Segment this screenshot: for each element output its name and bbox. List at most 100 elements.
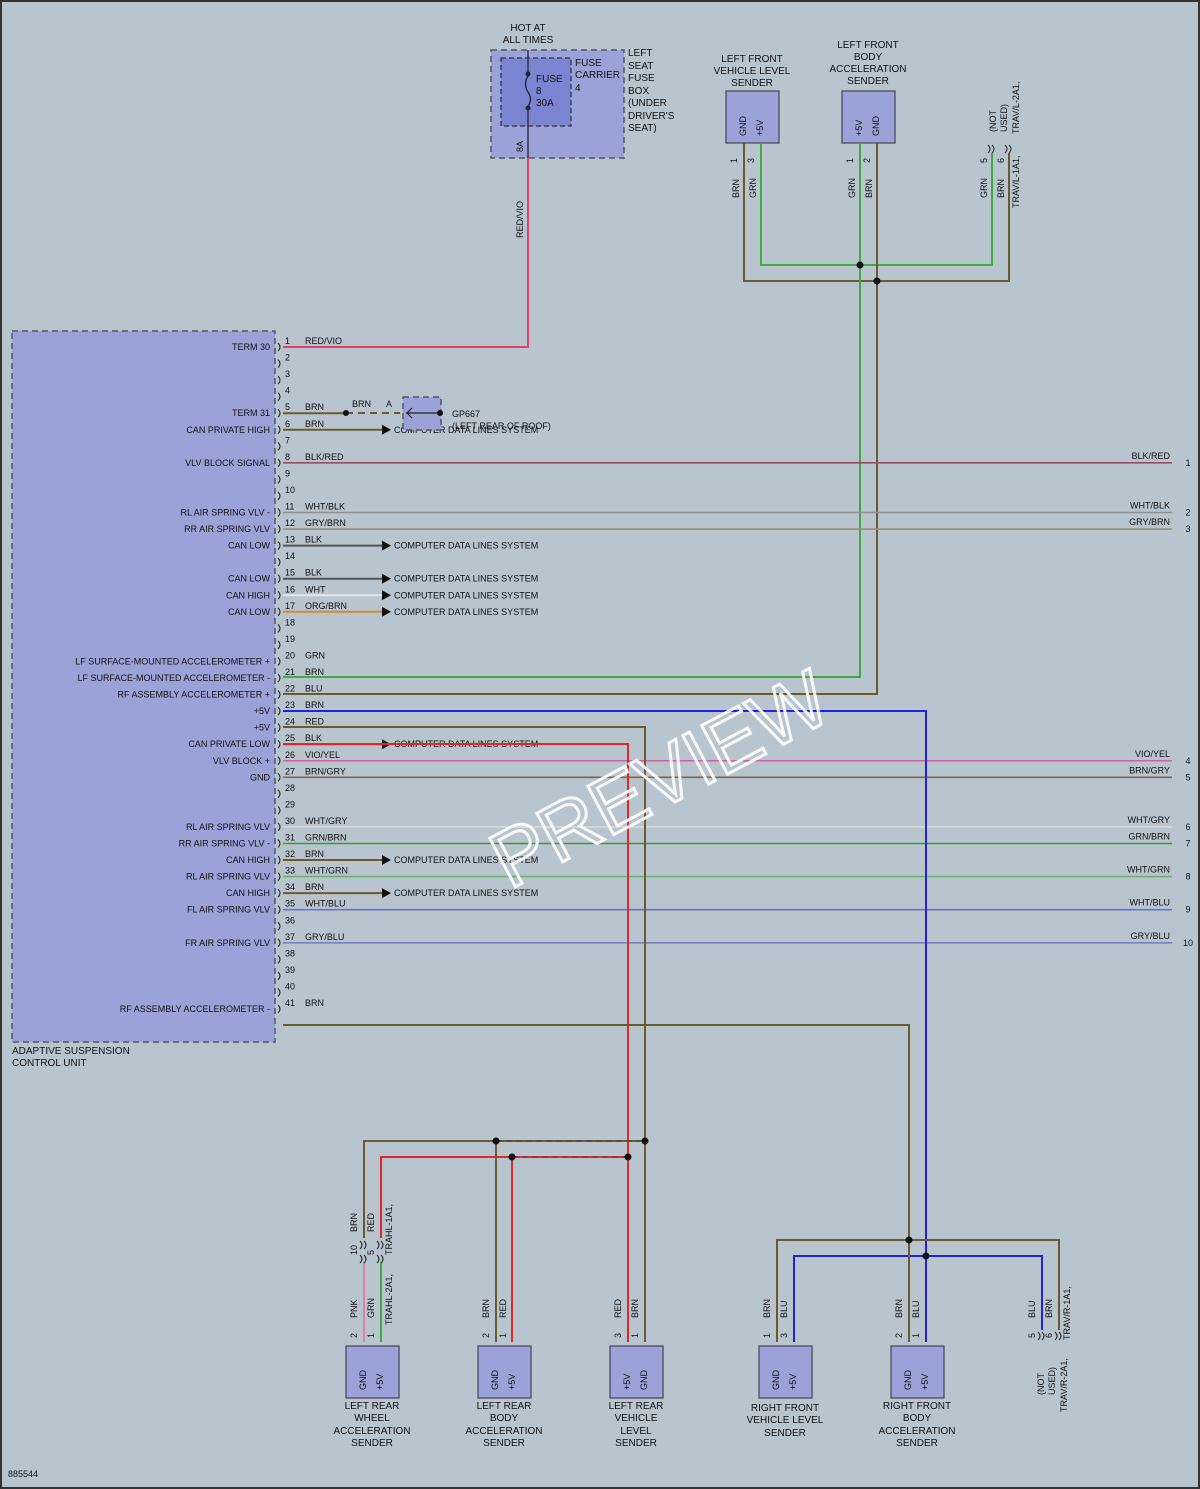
pin-function: RL AIR SPRING VLV - xyxy=(180,508,270,518)
pin-number: 17 xyxy=(285,601,295,611)
connector-number: 6 xyxy=(1185,822,1190,832)
pin-terminal-icon xyxy=(277,524,281,534)
trav-l-wire-1: GRN xyxy=(979,178,989,198)
rf-body-term-1: GND xyxy=(903,1370,913,1391)
lr-wheel-label-3: ACCELERATION xyxy=(333,1426,410,1437)
pin-terminal-icon xyxy=(277,822,281,832)
ground-icon xyxy=(406,407,440,419)
pin-function: TERM 31 xyxy=(232,408,270,418)
rf-body-label-2: BODY xyxy=(903,1413,932,1424)
pin-number: 19 xyxy=(285,634,295,644)
pin-wire-color: WHT xyxy=(305,584,326,594)
lr-wheel-pin-1: 2 xyxy=(349,1333,359,1338)
pin-terminal-icon xyxy=(277,954,281,964)
pin-terminal-icon xyxy=(277,806,281,815)
pin-number: 28 xyxy=(285,783,295,793)
rf-level-label-2: VEHICLE LEVEL xyxy=(747,1415,824,1426)
lr-level-term-2: GND xyxy=(639,1370,649,1391)
wire-right-label: GRY/BRN xyxy=(1129,517,1170,527)
fuse-icon xyxy=(524,75,532,107)
lr-body-label-1: LEFT REAR xyxy=(477,1401,532,1412)
cdl-label: COMPUTER DATA LINES SYSTEM xyxy=(394,574,538,584)
pin-terminal-icon xyxy=(277,574,281,584)
trahl-2a1: TRAHL-2A1, xyxy=(384,1274,394,1325)
pin-wire-color: BRN xyxy=(305,402,324,412)
lr-level-label-3: LEVEL xyxy=(620,1426,652,1437)
pin-number: 23 xyxy=(285,700,295,710)
fuse-name: FUSE xyxy=(536,74,563,85)
pin-wire-color: BLK xyxy=(305,535,322,545)
lr-wheel-wire-1: PNK xyxy=(349,1299,359,1318)
pin-terminal-icon xyxy=(277,508,281,517)
ground-wire-label: BRN xyxy=(352,399,371,409)
pin-number: 29 xyxy=(285,799,295,809)
splice-top-grn xyxy=(856,261,864,269)
lf-body-wire-2: BRN xyxy=(864,179,874,198)
wire-rf-level-brn xyxy=(776,1239,909,1342)
pin-function: LF SURFACE-MOUNTED ACCELEROMETER - xyxy=(77,673,270,683)
cdl-label: COMPUTER DATA LINES SYSTEM xyxy=(394,607,538,617)
pin-function: CAN HIGH xyxy=(226,855,270,865)
lr-body-label-4: SENDER xyxy=(483,1438,525,1449)
pin-number: 26 xyxy=(285,750,295,760)
cdl-label: COMPUTER DATA LINES SYSTEM xyxy=(394,888,538,898)
lr-level-term-1: +5V xyxy=(622,1374,632,1390)
fuse-rating: 30A xyxy=(536,98,554,109)
trav-r-connector-icon xyxy=(1037,1331,1062,1341)
pin-function: CAN HIGH xyxy=(226,590,270,600)
wire-right-label: GRN/BRN xyxy=(1128,832,1170,842)
bottom-sensors: GND +5V 2 1 PNK GRN TRAHL-2A1, TRAHL-1A1… xyxy=(333,1204,1072,1449)
lf-level-wire-2: GRN xyxy=(748,178,758,198)
wire-pin41-brn xyxy=(283,1024,910,1342)
fusebox-label-3: FUSE xyxy=(628,73,655,84)
fuse-number: 8 xyxy=(536,86,542,97)
trav-r-wire-2: BRN xyxy=(1044,1299,1054,1318)
pin-wire-color: BRN/GRY xyxy=(305,766,346,776)
pin-terminal-icon xyxy=(277,359,281,368)
lr-wheel-label-2: WHEEL xyxy=(354,1413,390,1424)
lr-level-sender xyxy=(609,1345,664,1399)
lf-body-term-5v: +5V xyxy=(854,120,864,136)
wire-rf-level-blu xyxy=(793,1255,926,1342)
adaptive-suspension-control-unit xyxy=(11,330,276,1043)
pin-terminal-icon xyxy=(277,1004,281,1014)
connector-number: 10 xyxy=(1183,938,1193,948)
pin-terminal-icon xyxy=(277,938,281,948)
lr-level-wire-1: RED xyxy=(613,1298,623,1318)
rf-body-wire-2: BLU xyxy=(911,1300,921,1318)
pin-function: RR AIR SPRING VLV xyxy=(184,524,270,534)
diagram-id: 885544 xyxy=(8,1469,38,1479)
lr-wheel-term-1: GND xyxy=(358,1370,368,1391)
pin-number: 15 xyxy=(285,568,295,578)
pin-function: CAN LOW xyxy=(228,541,271,551)
trahl-wire-1: BRN xyxy=(349,1213,359,1232)
lf-body-pin-2: 2 xyxy=(862,158,872,163)
lf-body-label-3: ACCELERATION xyxy=(829,64,906,75)
trahl-1a1: TRAHL-1A1, xyxy=(384,1204,394,1255)
pin-number: 1 xyxy=(285,336,290,346)
pin-terminal-icon xyxy=(277,772,281,782)
pin-number: 10 xyxy=(285,485,295,495)
pin-wire-color: BLK xyxy=(305,568,322,578)
pin-number: 12 xyxy=(285,518,295,528)
top-sensors-section: LEFT FRONT VEHICLE LEVEL SENDER GND +5V … xyxy=(283,40,1021,695)
pin-function: CAN HIGH xyxy=(226,888,270,898)
pin-number: 37 xyxy=(285,932,295,942)
pin-terminal-icon xyxy=(277,872,281,881)
pin-number: 4 xyxy=(285,386,290,396)
pin-terminal-icon xyxy=(277,789,281,799)
rf-level-term-2: +5V xyxy=(788,1374,798,1390)
pin-function: CAN LOW xyxy=(228,607,271,617)
fusebox-label-5: (UNDER xyxy=(628,98,667,109)
pin-terminal-icon xyxy=(277,590,281,600)
rf-level-wire-2: BLU xyxy=(779,1300,789,1318)
pin-terminal-icon xyxy=(277,607,281,617)
pin-terminal-icon xyxy=(277,921,281,931)
pin-wire-color: GRY/BRN xyxy=(305,518,346,528)
rf-body-label-3: ACCELERATION xyxy=(878,1426,955,1437)
pin-terminal-icon xyxy=(277,739,281,749)
fuse-carrier xyxy=(500,57,572,127)
bottom-wiring xyxy=(283,710,1062,1342)
lf-body-pin-1: 1 xyxy=(845,158,855,163)
rf-level-sender xyxy=(758,1345,813,1399)
